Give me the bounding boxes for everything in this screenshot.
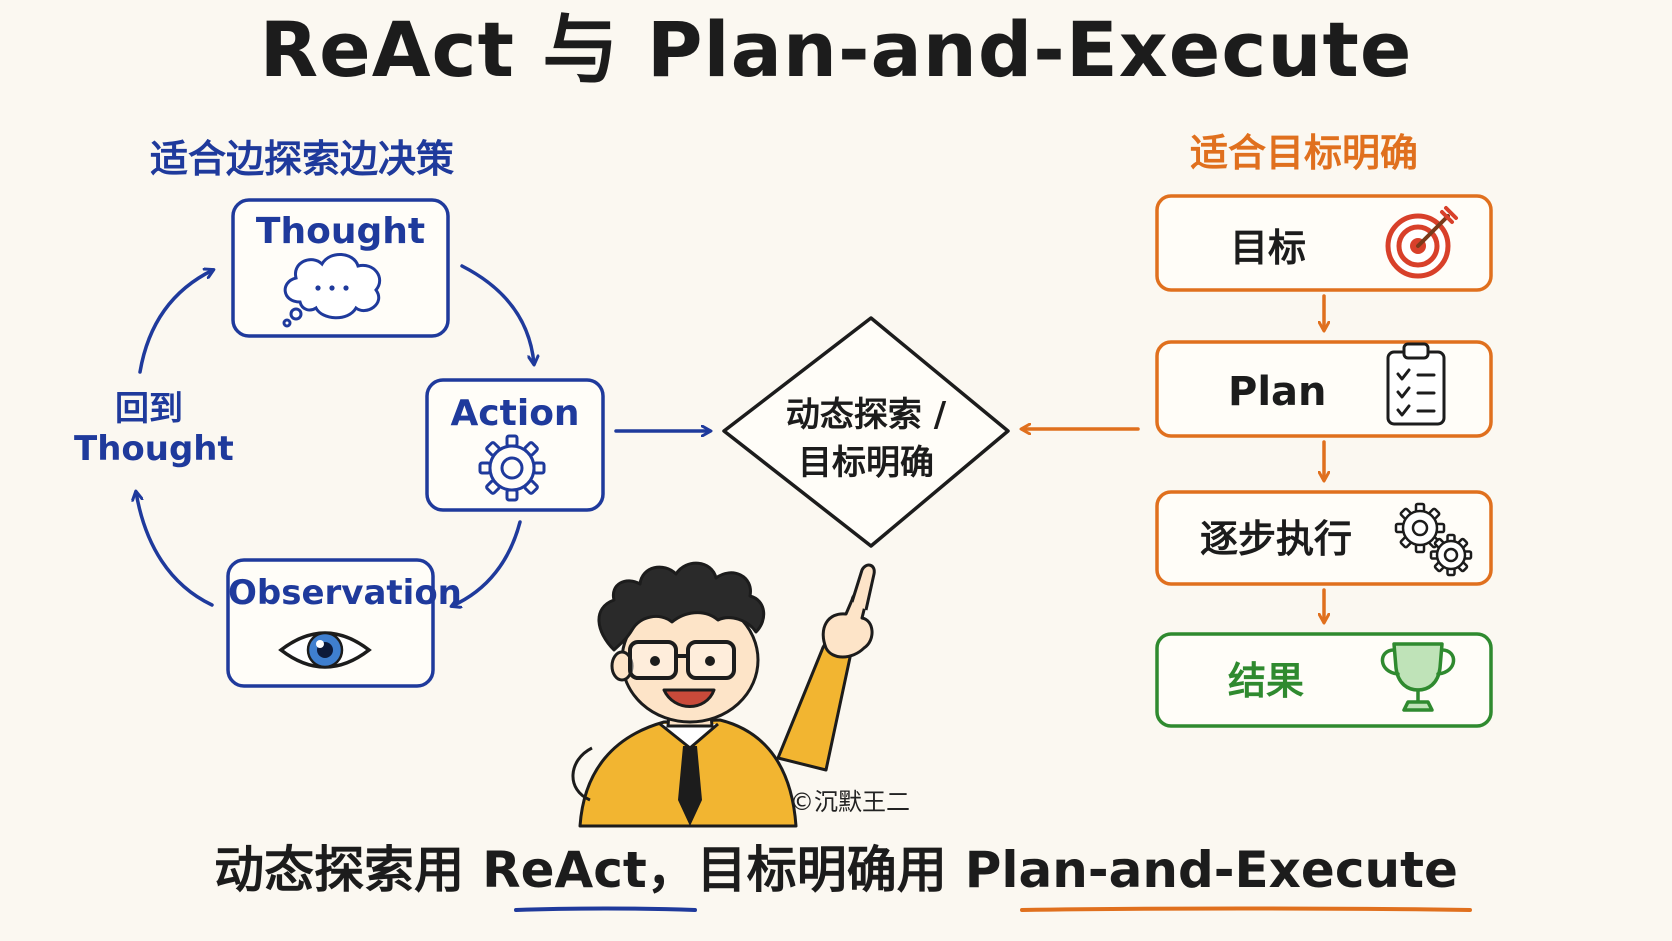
pointing-character — [571, 561, 876, 828]
decision-line1: 动态探索 / — [785, 395, 947, 435]
thought-label: Thought — [255, 211, 426, 252]
loop-label-line2: Thought — [74, 429, 234, 469]
eye-icon — [278, 631, 372, 669]
bottom-plan: Plan-and-Execute — [964, 841, 1458, 899]
observation-box — [226, 558, 435, 688]
target-icon — [1385, 206, 1458, 279]
thought-cloud-icon — [282, 253, 382, 328]
copyright-text: ©沉默王二 — [790, 788, 910, 816]
bottom-comma: ， — [646, 841, 697, 899]
bottom-part1: 动态探索用 — [214, 841, 465, 899]
clipboard-checklist-icon — [1386, 342, 1446, 426]
double-gear-icon — [1394, 502, 1473, 577]
arrow-action-to-observation — [452, 520, 522, 606]
bottom-react: ReAct — [482, 841, 647, 899]
diagram-title: ReAct 与 Plan-and-Execute — [259, 5, 1413, 94]
react-caption: 适合边探索边决策 — [150, 137, 455, 181]
arrow-loop-to-thought — [138, 270, 213, 374]
action-label: Action — [450, 393, 580, 434]
arrow-observation-to-loop — [136, 492, 214, 607]
react-underline — [514, 906, 697, 912]
goal-label: 目标 — [1230, 226, 1307, 270]
decision-diamond — [722, 316, 1010, 548]
execute-label: 逐步执行 — [1200, 517, 1353, 561]
plan-underline — [1020, 906, 1472, 912]
bottom-part2: 目标明确用 — [696, 841, 947, 899]
decision-line2: 目标明确 — [798, 443, 934, 483]
observation-label: Observation — [228, 573, 462, 613]
loop-label-line1: 回到 — [115, 389, 183, 429]
arrow-thought-to-action — [460, 264, 534, 364]
gear-icon — [478, 434, 546, 502]
plan-label: Plan — [1228, 369, 1327, 415]
plan-execute-caption: 适合目标明确 — [1190, 131, 1419, 175]
trophy-icon — [1380, 642, 1456, 712]
result-label: 结果 — [1228, 659, 1305, 703]
